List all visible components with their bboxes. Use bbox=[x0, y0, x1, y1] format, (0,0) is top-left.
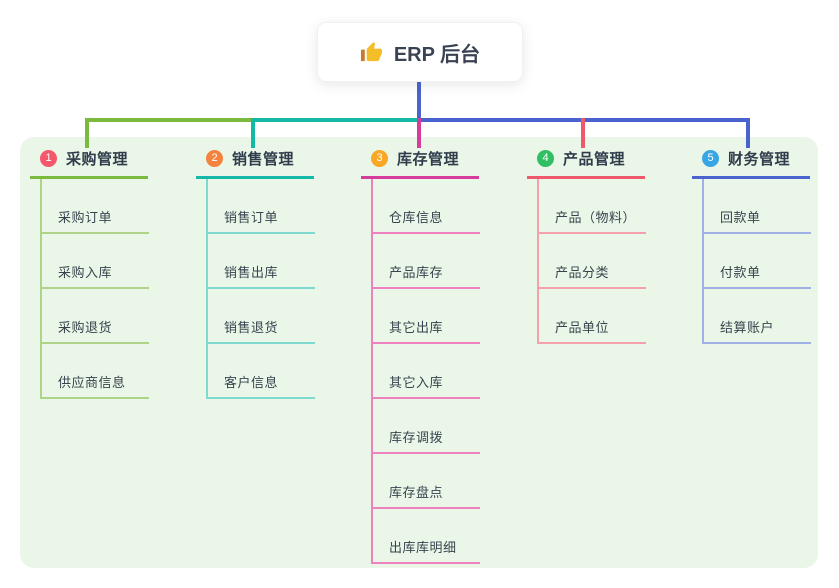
tree-node-label: 产品库存 bbox=[373, 266, 480, 289]
branch-underline bbox=[692, 176, 810, 179]
branch-underline bbox=[527, 176, 645, 179]
branch-header-sales[interactable]: 2 销售管理 bbox=[196, 145, 346, 171]
tree-node[interactable]: 客户信息 bbox=[208, 344, 346, 399]
tree-node[interactable]: 仓库信息 bbox=[373, 179, 511, 234]
branch-header-inventory[interactable]: 3 库存管理 bbox=[361, 145, 511, 171]
root-node-label: ERP 后台 bbox=[393, 43, 481, 66]
tree-node-label: 结算账户 bbox=[704, 321, 811, 344]
tree-node-label: 库存盘点 bbox=[373, 486, 480, 509]
branch-drop-line-purchase bbox=[85, 118, 89, 148]
branch-header-purchase[interactable]: 1 采购管理 bbox=[30, 145, 180, 171]
tree-node-label: 库存调拨 bbox=[373, 431, 480, 454]
branches-background-panel bbox=[20, 137, 818, 568]
branch-underline bbox=[30, 176, 148, 179]
tree-node-label: 供应商信息 bbox=[42, 376, 149, 399]
branch-drop-line-inventory bbox=[417, 118, 421, 148]
branch-purchase: 1 采购管理 采购订单 采购入库 采购退货 供应商信息 bbox=[30, 145, 180, 399]
tree-node[interactable]: 出库库明细 bbox=[373, 509, 511, 564]
branch-items-product: 产品（物料） 产品分类 产品单位 bbox=[537, 179, 677, 344]
branch-items-purchase: 采购订单 采购入库 采购退货 供应商信息 bbox=[40, 179, 180, 399]
branch-items-inventory: 仓库信息 产品库存 其它出库 其它入库 库存调拨 库存盘点 出库库明细 bbox=[371, 179, 511, 564]
branch-header-finance[interactable]: 5 财务管理 bbox=[692, 145, 839, 171]
tree-node[interactable]: 库存调拨 bbox=[373, 399, 511, 454]
branch-items-sales: 销售订单 销售出库 销售退货 客户信息 bbox=[206, 179, 346, 399]
root-node[interactable]: ERP 后台 bbox=[317, 22, 523, 82]
branch-number-badge: 4 bbox=[537, 149, 554, 167]
branch-label: 财务管理 bbox=[728, 150, 791, 168]
branch-label: 产品管理 bbox=[563, 150, 626, 168]
branch-items-finance: 回款单 付款单 结算账户 bbox=[702, 179, 839, 344]
root-connector-line bbox=[417, 82, 421, 122]
tree-node-label: 客户信息 bbox=[208, 376, 315, 399]
branch-drop-line-product bbox=[581, 118, 585, 148]
branch-underline bbox=[361, 176, 479, 179]
tree-node[interactable]: 付款单 bbox=[704, 234, 839, 289]
tree-node[interactable]: 采购订单 bbox=[42, 179, 180, 234]
branch-inventory: 3 库存管理 仓库信息 产品库存 其它出库 其它入库 库存调拨 库存盘点 出库库… bbox=[361, 145, 511, 564]
branch-drop-line-finance bbox=[746, 118, 750, 148]
tree-node[interactable]: 其它入库 bbox=[373, 344, 511, 399]
tree-node[interactable]: 供应商信息 bbox=[42, 344, 180, 399]
tree-node[interactable]: 销售订单 bbox=[208, 179, 346, 234]
tree-node-label: 出库库明细 bbox=[373, 541, 480, 564]
tree-node[interactable]: 采购入库 bbox=[42, 234, 180, 289]
trunk-segment-green bbox=[85, 118, 253, 122]
branch-label: 采购管理 bbox=[66, 150, 129, 168]
tree-node[interactable]: 库存盘点 bbox=[373, 454, 511, 509]
tree-node-label: 付款单 bbox=[704, 266, 811, 289]
branch-sales: 2 销售管理 销售订单 销售出库 销售退货 客户信息 bbox=[196, 145, 346, 399]
branch-finance: 5 财务管理 回款单 付款单 结算账户 bbox=[692, 145, 839, 344]
tree-node-label: 回款单 bbox=[704, 211, 811, 234]
tree-node[interactable]: 产品分类 bbox=[539, 234, 677, 289]
tree-node[interactable]: 回款单 bbox=[704, 179, 839, 234]
branch-number-badge: 5 bbox=[702, 149, 719, 167]
tree-node[interactable]: 产品（物料） bbox=[539, 179, 677, 234]
branch-drop-line-sales bbox=[251, 118, 255, 148]
tree-node-label: 采购订单 bbox=[42, 211, 149, 234]
tree-node[interactable]: 产品单位 bbox=[539, 289, 677, 344]
trunk-segment-teal bbox=[253, 118, 419, 122]
thumbs-up-icon bbox=[360, 41, 382, 61]
branch-label: 销售管理 bbox=[232, 150, 295, 168]
tree-node-label: 其它出库 bbox=[373, 321, 480, 344]
branch-header-product[interactable]: 4 产品管理 bbox=[527, 145, 677, 171]
branch-number-badge: 2 bbox=[206, 149, 223, 167]
tree-node[interactable]: 产品库存 bbox=[373, 234, 511, 289]
tree-node-label: 产品分类 bbox=[539, 266, 646, 289]
tree-node-label: 仓库信息 bbox=[373, 211, 480, 234]
tree-node-label: 产品（物料） bbox=[539, 211, 646, 234]
tree-node[interactable]: 销售退货 bbox=[208, 289, 346, 344]
branch-number-badge: 3 bbox=[371, 149, 388, 167]
tree-node-label: 采购入库 bbox=[42, 266, 149, 289]
branch-underline bbox=[196, 176, 314, 179]
tree-node[interactable]: 销售出库 bbox=[208, 234, 346, 289]
branch-number-badge: 1 bbox=[40, 149, 57, 167]
branch-label: 库存管理 bbox=[397, 150, 460, 168]
tree-node-label: 采购退货 bbox=[42, 321, 149, 344]
tree-node-label: 销售订单 bbox=[208, 211, 315, 234]
tree-node-label: 产品单位 bbox=[539, 321, 646, 344]
tree-node-label: 其它入库 bbox=[373, 376, 480, 399]
tree-node[interactable]: 其它出库 bbox=[373, 289, 511, 344]
branch-product: 4 产品管理 产品（物料） 产品分类 产品单位 bbox=[527, 145, 677, 344]
tree-node[interactable]: 采购退货 bbox=[42, 289, 180, 344]
tree-node-label: 销售退货 bbox=[208, 321, 315, 344]
tree-node[interactable]: 结算账户 bbox=[704, 289, 839, 344]
tree-node-label: 销售出库 bbox=[208, 266, 315, 289]
